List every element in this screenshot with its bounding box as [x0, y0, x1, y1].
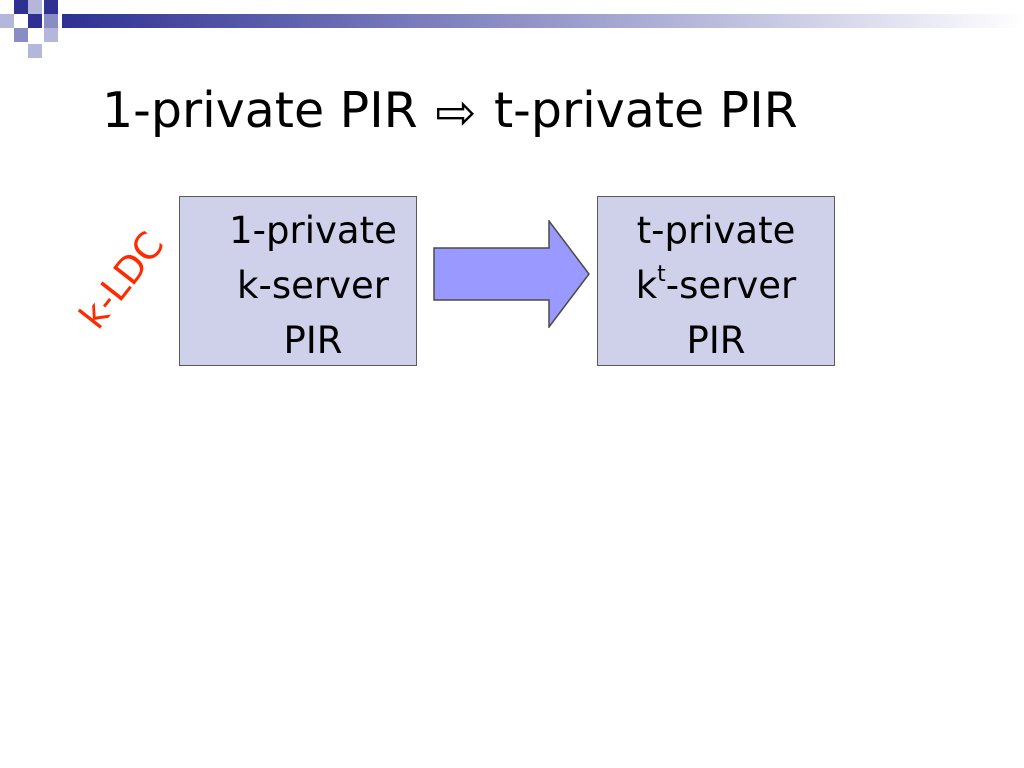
slide-title: 1-private PIR ⇨ t-private PIR — [102, 82, 798, 143]
corner-square — [44, 28, 58, 42]
target-box-server: -server — [665, 264, 797, 307]
corner-square — [28, 0, 42, 14]
target-box-line-3: PIR — [686, 319, 746, 362]
corner-square — [14, 28, 28, 42]
corner-square — [28, 44, 42, 58]
right-block-arrow-icon — [433, 220, 590, 328]
header-gradient-bar — [62, 14, 1024, 28]
corner-square — [14, 0, 28, 14]
target-box-line-1: t-private — [636, 209, 796, 252]
header-decoration — [0, 0, 1024, 58]
block-arrow-shape — [433, 220, 590, 328]
source-box-line-1: 1-private — [229, 209, 397, 252]
k-ldc-label: k-LDC — [71, 223, 173, 337]
corner-square — [44, 14, 58, 28]
source-box-line-2: k-server — [237, 264, 389, 307]
source-box-line-3: PIR — [283, 319, 343, 362]
corner-square — [28, 14, 42, 28]
title-left: 1-private PIR — [102, 82, 418, 139]
target-box: t-private kt-server PIR — [597, 196, 835, 366]
target-box-superscript: t — [657, 261, 666, 287]
title-right: t-private PIR — [493, 82, 798, 139]
right-arrow-icon: ⇨ — [435, 84, 477, 142]
corner-square — [0, 14, 14, 28]
target-box-line-2: kt-server — [598, 258, 834, 313]
target-box-k: k — [635, 264, 658, 307]
corner-square — [44, 0, 58, 14]
source-box: 1-private k-server PIR — [179, 196, 417, 366]
